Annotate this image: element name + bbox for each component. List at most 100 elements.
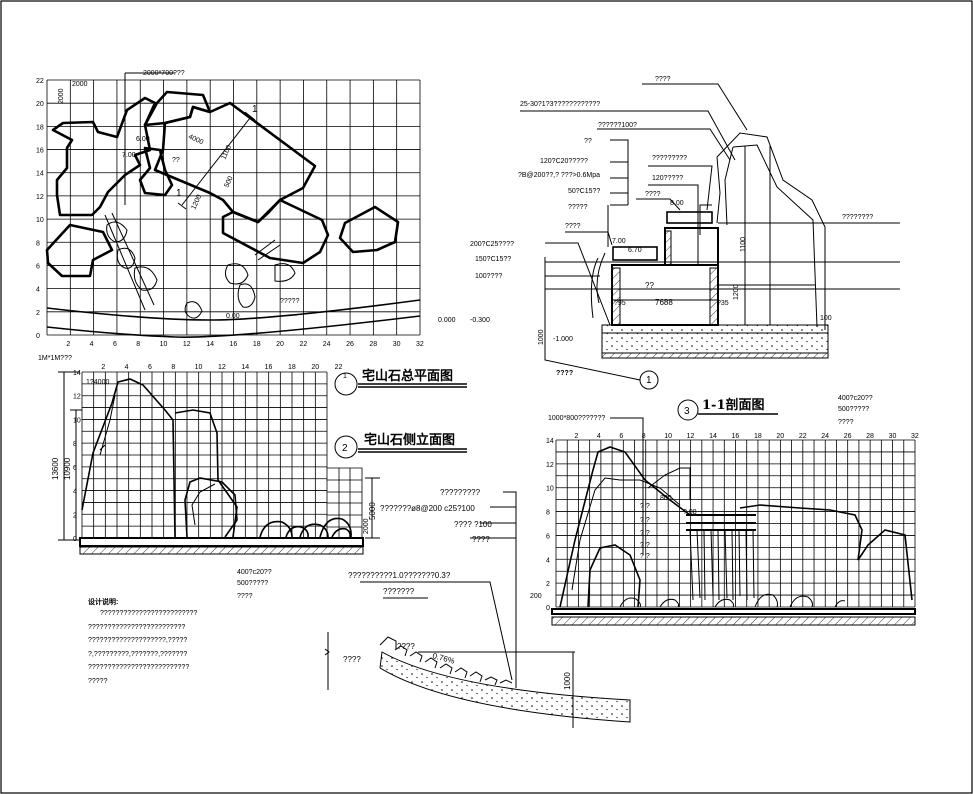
stream-left-label: ???? xyxy=(343,655,361,664)
tick-label: 14 xyxy=(206,341,214,348)
plan-path-edge-upper xyxy=(46,299,421,321)
elevation-title-underline xyxy=(358,448,467,453)
detail-wall-dim-left: ?95 xyxy=(614,300,626,307)
plan-title-number: 1 xyxy=(343,373,347,380)
detail-upper-wall xyxy=(664,230,672,266)
section-base-note-1: 400?c20?? xyxy=(838,395,873,402)
section-q-mark: ? ? xyxy=(640,517,650,524)
detail-rock-outer xyxy=(716,132,826,330)
detail-foundation xyxy=(601,332,829,354)
stream-callout-4: ???? xyxy=(472,535,490,544)
stream-callout-3: ???? ?100 xyxy=(454,520,492,529)
section-q-mark: ? ? xyxy=(640,553,650,560)
tick-label: 4 xyxy=(125,364,129,371)
section-ground-hatch xyxy=(551,616,916,626)
tick-label: 8 xyxy=(546,510,550,517)
plan-pool-label: ?? xyxy=(172,157,180,164)
tick-label: 20 xyxy=(776,433,784,440)
tick-label: 32 xyxy=(911,433,919,440)
plan-section-mark-b: 1 xyxy=(176,188,182,199)
tick-label: 20 xyxy=(36,101,44,108)
elevation-boulders xyxy=(259,517,352,538)
tick-label: 12 xyxy=(687,433,695,440)
elevation-title-circle xyxy=(334,435,358,459)
section-rock-right xyxy=(739,504,913,601)
tick-label: 22 xyxy=(299,341,307,348)
tick-label: 22 xyxy=(799,433,807,440)
detail-number: 1 xyxy=(646,375,652,386)
tick-label: 8 xyxy=(171,364,175,371)
plan-title-underline xyxy=(358,383,467,388)
tick-label: 2 xyxy=(546,581,550,588)
detail-base-callout-2: 150?C15?? xyxy=(475,256,511,263)
tick-label: 20 xyxy=(311,364,319,371)
detail-pool-label: ?? xyxy=(645,281,654,290)
stream-callout-leaders xyxy=(324,491,517,690)
tick-label: 14 xyxy=(73,370,81,377)
elevation-dim-13600: 13600 xyxy=(51,457,60,480)
detail-base-callout-1: 200?C25???? xyxy=(470,241,514,248)
tick-label: 0 xyxy=(546,605,550,612)
detail-callout-7: 50?C15?? xyxy=(568,188,600,195)
tick-label: 8 xyxy=(136,341,140,348)
section-dim-800: 800 xyxy=(660,495,672,502)
tick-label: 24 xyxy=(821,433,829,440)
section-title-circle xyxy=(677,399,699,421)
detail-right-label: ???????? xyxy=(842,214,873,221)
elevation-rock-second xyxy=(174,409,238,538)
plan-section-cut xyxy=(177,111,256,210)
tick-label: 4 xyxy=(90,341,94,348)
detail-dim-1200: 1200 xyxy=(733,284,740,300)
tick-label: 2 xyxy=(66,341,70,348)
tick-label: 16 xyxy=(732,433,740,440)
tick-label: 14 xyxy=(36,171,44,178)
detail-callout-5: 120?C20????? xyxy=(540,158,588,165)
stream-note-leader xyxy=(360,581,513,681)
detail-elev-neg1: -1.000 xyxy=(553,336,573,343)
tick-label: 24 xyxy=(323,341,331,348)
section-rock-tall xyxy=(559,446,691,608)
tick-label: 16 xyxy=(230,341,238,348)
detail-wall-label: 120????? xyxy=(652,175,683,182)
elevation-ground-slab xyxy=(79,537,364,547)
section-title: 1-1剖面图 xyxy=(702,397,765,413)
tick-label: 12 xyxy=(218,364,226,371)
detail-elev-800: 8.00 xyxy=(670,200,684,207)
detail-structure-lines xyxy=(545,146,900,325)
tick-label: 10 xyxy=(36,217,44,224)
section-q-mark: ? ? xyxy=(640,542,650,549)
detail-lower-wall-left xyxy=(611,267,621,326)
detail-callout-8: ????? xyxy=(568,204,588,211)
tick-label: 28 xyxy=(369,341,377,348)
stream-bed-layers xyxy=(379,651,631,723)
detail-rock-inner xyxy=(724,144,818,328)
plan-grid-note: 1M*1M??? xyxy=(38,355,72,362)
tick-label: 16 xyxy=(265,364,273,371)
plan-small-stones xyxy=(104,212,296,319)
plan-level-neg: -0.300 xyxy=(470,317,490,324)
elevation-rock-tall-inner xyxy=(99,394,116,456)
tick-label: 6 xyxy=(113,341,117,348)
detail-foundation-hatch xyxy=(601,352,829,359)
plan-plant-label: ????? xyxy=(280,298,300,305)
detail-basin-label: ????????? xyxy=(652,155,687,162)
section-base-note-2: 500????? xyxy=(838,406,869,413)
detail-number-circle xyxy=(639,370,659,390)
detail-width-dim: 7688 xyxy=(655,298,673,307)
tick-label: 0 xyxy=(36,333,40,340)
stream-callout-2: ???????ø8@200 c25?100 xyxy=(380,504,475,513)
plan-elev-600: 6.00 xyxy=(136,136,150,143)
tick-label: 10 xyxy=(546,486,554,493)
stream-note-line2: ??????? xyxy=(383,587,415,596)
detail-lower-wall-right xyxy=(709,267,719,326)
plan-section-mark-a: 1 xyxy=(252,104,258,115)
design-notes-heading: 设计说明: xyxy=(88,597,118,606)
elevation-rock-middle-inner xyxy=(191,483,216,526)
section-rock-tall-inner xyxy=(571,467,691,591)
section-base-note-3: ???? xyxy=(838,419,854,426)
detail-callout-3: ??????100? xyxy=(598,122,637,129)
stream-callout-1: ????????? xyxy=(440,488,481,497)
detail-callout-1: ???? xyxy=(655,76,671,83)
